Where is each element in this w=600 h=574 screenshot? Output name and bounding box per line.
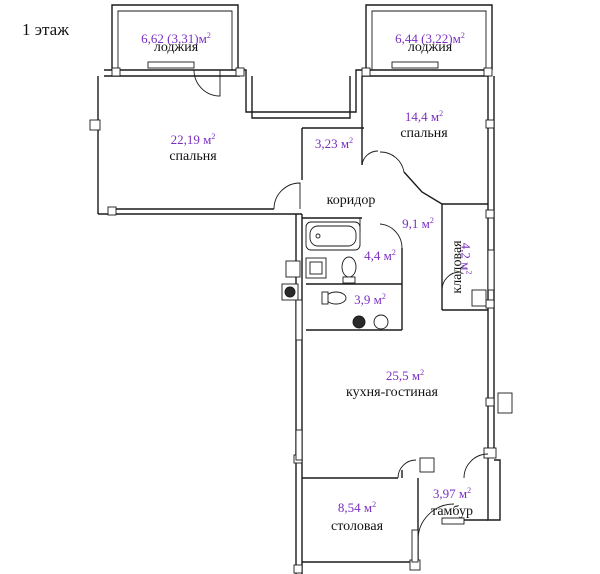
floor-title: 1 этаж (22, 20, 69, 39)
wc-area: 3,9 м2 (354, 292, 386, 307)
columns (89, 67, 513, 574)
loggia-left-area: 6,62 (3,31)м2 (141, 31, 211, 46)
pantry-name: кладовая (450, 240, 465, 294)
kitchen-name: кухня-гостиная (346, 385, 438, 400)
dining-name: столовая (330, 519, 384, 534)
toilet-wc (321, 291, 347, 305)
bathroom-area: 4,4 м2 (364, 248, 396, 263)
toilet-bath (341, 256, 357, 284)
vestibule-area: 3,97 м2 (432, 486, 472, 501)
loggia-right-outline (365, 4, 493, 70)
windows (295, 249, 495, 563)
sink-wc (352, 314, 389, 330)
bedroom-right-name: спальня (400, 126, 448, 141)
washer-heater (281, 260, 487, 307)
kitchen-area: 25,5 м2 (385, 368, 425, 383)
doors (193, 69, 489, 541)
bedroom-left-name: спальня (169, 149, 217, 164)
bedroom-left-area: 22,19 м2 (170, 132, 216, 147)
vestibule-box (419, 457, 435, 473)
bathtub (305, 221, 361, 251)
loggia-right-name: лоджия (407, 40, 453, 55)
loggia-right-area: 6,44 (3,22)м2 (395, 31, 465, 46)
loggia-left-outline (111, 4, 239, 70)
loggia-left-name: лоджия (153, 40, 199, 55)
vestibule-name: тамбур (431, 504, 473, 519)
sink-bath (305, 257, 327, 279)
small-room-area: 3,23 м2 (314, 136, 354, 151)
bedroom-right-area: 14,4 м2 (404, 109, 444, 124)
dining-area: 8,54 м2 (337, 500, 377, 515)
corridor-name: коридор (326, 193, 376, 208)
corridor-area: 9,1 м2 (402, 216, 434, 231)
